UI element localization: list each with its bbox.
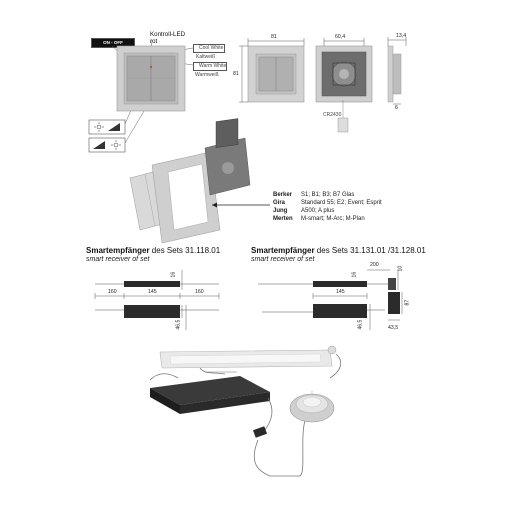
warm-white-badge: Warm White	[193, 62, 227, 71]
led-label-1: Kontroll-LED	[150, 31, 186, 38]
left-title-rest: des Sets 31.118.01	[149, 246, 221, 255]
brand-berker: Berker	[273, 192, 293, 198]
brand-berker-value: S1; B1; B3; B7 Glas	[301, 192, 355, 198]
dim-small-6: 6	[395, 105, 398, 111]
right-receiver-subtitle: smart receiver of set	[251, 256, 315, 263]
left-receiver-subtitle: smart receiver of set	[86, 256, 150, 263]
brand-jung-value: A500; A plus	[301, 208, 335, 214]
sun-bright-icon	[111, 140, 121, 150]
right-title-bold: Smartempfänger	[251, 246, 315, 255]
left-receiver-title: Smartempfänger des Sets 31.118.01	[86, 247, 220, 255]
brand-merten: Merten	[273, 216, 293, 222]
brand-gira-value: Standard 55; E2; Event; Esprit	[301, 200, 382, 206]
brand-gira: Gira	[273, 200, 286, 206]
brand-merten-value: M-smart; M-Arc; M-Plan	[301, 216, 365, 222]
left-dim-160b: 160	[195, 289, 204, 295]
dim-depth-13: 13,4	[396, 33, 407, 39]
right-dim-145: 145	[336, 289, 345, 295]
right-title-rest: des Sets 31.131.01 /31.128.01	[314, 246, 426, 255]
cool-white-text: Cool White	[199, 45, 224, 51]
warm-white-text: Warm White	[199, 63, 227, 69]
on-off-label: ON - OFF	[91, 38, 135, 48]
led-label-2: rot	[150, 38, 158, 45]
dim-inner-60: 60,4	[335, 34, 346, 40]
kaltweiss-label: Kaltweiß	[196, 54, 216, 60]
left-dim-145: 145	[148, 289, 157, 295]
cool-white-badge: Cool White	[193, 44, 225, 53]
right-receiver-title: Smartempfänger des Sets 31.131.01 /31.12…	[251, 247, 426, 255]
dim-width-81: 81	[271, 34, 277, 40]
battery-label: CR2430	[323, 112, 342, 118]
right-dim-43: 43,5	[388, 325, 399, 331]
sun-dim-icon	[94, 122, 104, 132]
left-title-bold: Smartempfänger	[86, 246, 150, 255]
dim-height-81: 81	[233, 71, 239, 77]
brand-jung: Jung	[273, 208, 288, 214]
right-dim-200: 200	[370, 262, 379, 268]
left-dim-160a: 160	[108, 289, 117, 295]
warmweiss-label: Warmweiß	[195, 72, 219, 78]
